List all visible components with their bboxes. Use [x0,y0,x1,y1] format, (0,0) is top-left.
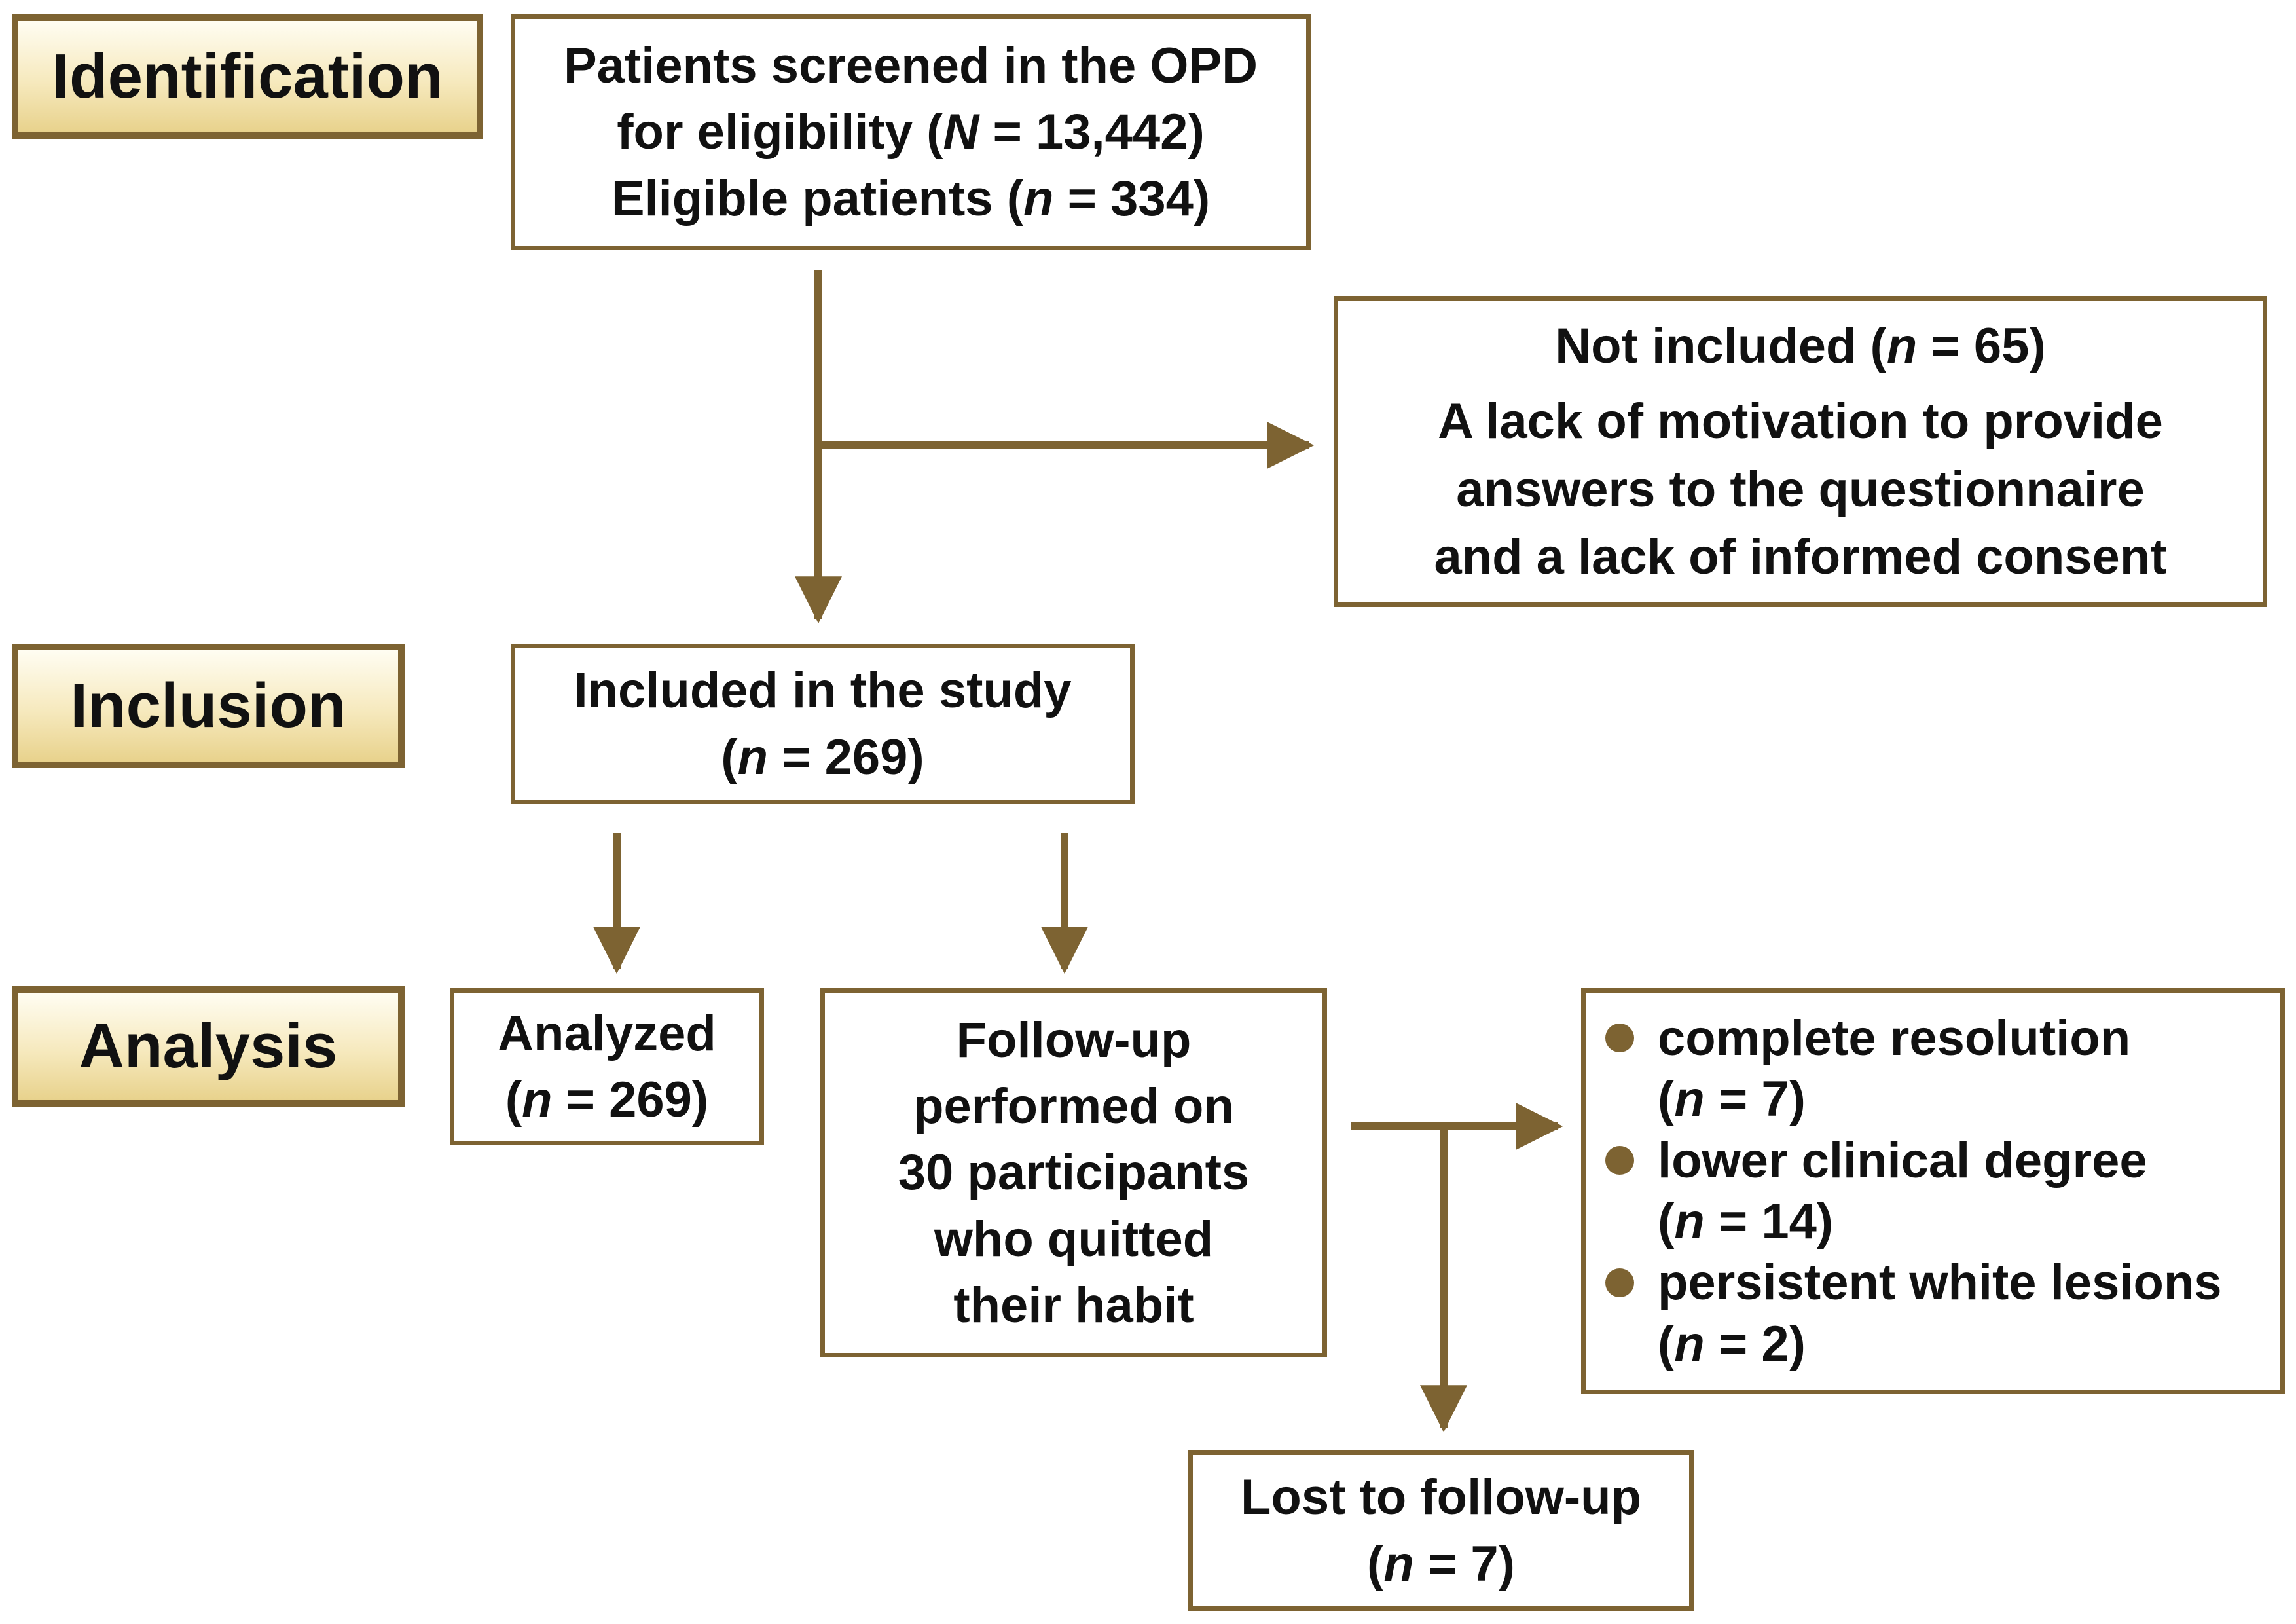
stage-identification: Identification [12,14,483,139]
outcome-count: (n = 14) [1658,1194,1834,1249]
followup-line4: who quitted [934,1211,1214,1267]
lost-line2: (n = 7) [1367,1536,1515,1592]
followup-box: Follow-up performed on 30 participants w… [820,988,1327,1357]
stage-inclusion: Inclusion [12,644,405,768]
followup-line5: their habit [953,1277,1194,1333]
followup-line3: 30 participants [898,1145,1250,1201]
outcome-item: complete resolution (n = 7) [1605,1008,2130,1130]
followup-line2: performed on [913,1079,1234,1135]
included-line2: (n = 269) [721,729,924,785]
included-line1: Included in the study [574,663,1072,719]
stage-analysis-label: Analysis [79,1011,338,1081]
screened-line1: Patients screened in the OPD [563,38,1258,94]
followup-line1: Follow-up [956,1012,1192,1069]
outcome-count: (n = 2) [1658,1316,1806,1372]
lost-line1: Lost to follow-up [1240,1469,1642,1526]
analyzed-box: Analyzed (n = 269) [450,988,764,1145]
outcome-label: persistent white lesions [1658,1255,2222,1311]
outcomes-box: complete resolution (n = 7) lower clinic… [1581,988,2285,1394]
outcome-count: (n = 7) [1658,1071,1806,1128]
stage-analysis: Analysis [12,986,405,1107]
outcome-item: persistent white lesions (n = 2) [1605,1252,2222,1375]
screened-line3: Eligible patients (n = 334) [611,170,1211,227]
outcome-label: complete resolution [1658,1010,2131,1066]
analyzed-line1: Analyzed [498,1005,716,1061]
not-included-reason-line1: A lack of motivation to provide [1438,394,2163,450]
not-included-reason-line3: and a lack of informed consent [1434,528,2167,585]
stage-inclusion-label: Inclusion [70,671,346,741]
not-included-box: Not included (n = 65) A lack of motivati… [1334,296,2267,607]
screened-box: Patients screened in the OPD for eligibi… [511,14,1311,250]
not-included-reason-line2: answers to the questionnaire [1456,461,2145,517]
screened-line2: for eligibility (N = 13,442) [617,104,1205,160]
outcome-item: lower clinical degree (n = 14) [1605,1130,2147,1253]
analyzed-line2: (n = 269) [505,1072,709,1128]
lost-box: Lost to follow-up (n = 7) [1188,1450,1694,1611]
stage-identification-label: Identification [52,41,443,111]
not-included-title: Not included (n = 65) [1555,318,2046,374]
bullet-dot-icon [1605,1146,1634,1175]
bullet-dot-icon [1605,1268,1634,1298]
outcome-label: lower clinical degree [1658,1132,2147,1189]
included-box: Included in the study (n = 269) [511,644,1135,804]
bullet-dot-icon [1605,1024,1634,1053]
